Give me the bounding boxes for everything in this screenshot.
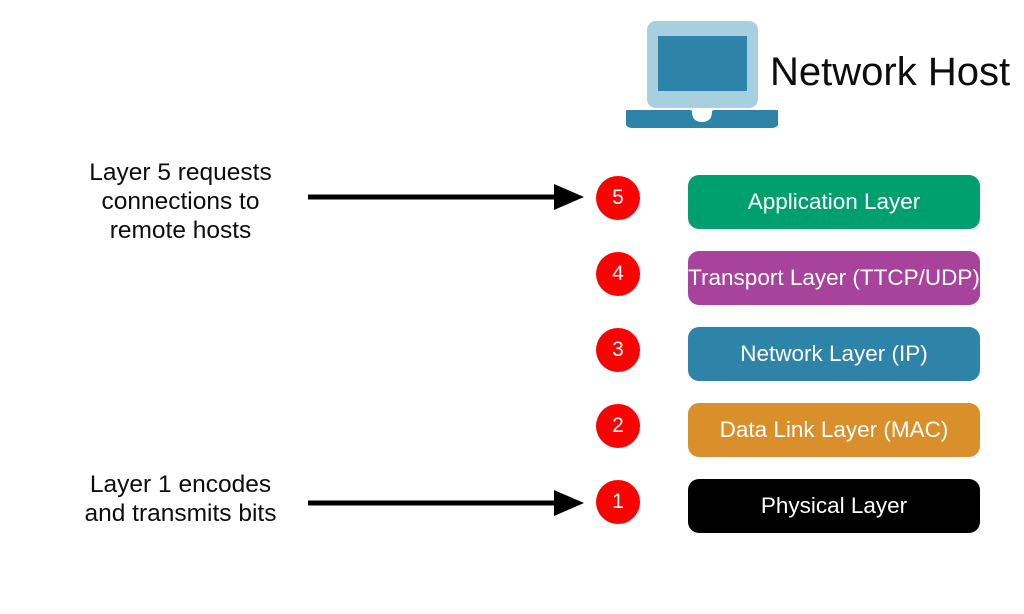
laptop-base-shape [624, 110, 780, 128]
layer-bar-physical[interactable]: Physical Layer [688, 479, 980, 533]
laptop-screen-shape [658, 36, 747, 91]
layer-row-1[interactable]: 1 Physical Layer [596, 479, 980, 533]
annotation-layer-5-note: Layer 5 requests connections to remote h… [89, 159, 272, 244]
layer-bar-transport[interactable]: Transport Layer (TTCP/UDP) [688, 251, 980, 305]
annotation-layer-1-note: Layer 1 encodes and transmits bits [84, 471, 277, 527]
layer-bar-data-link[interactable]: Data Link Layer (MAC) [688, 403, 980, 457]
layer-row-2[interactable]: 2 Data Link Layer (MAC) [596, 403, 980, 457]
arrow-to-layer-5 [306, 182, 586, 212]
layer-bar-network[interactable]: Network Layer (IP) [688, 327, 980, 381]
laptop-icon [624, 18, 780, 130]
arrow-to-layer-1 [306, 488, 586, 518]
layer-badge-5: 5 [596, 176, 640, 220]
layer-row-3[interactable]: 3 Network Layer (IP) [596, 327, 980, 381]
page-title: Network Host [770, 50, 1011, 94]
layer-badge-4: 4 [596, 252, 640, 296]
layer-row-4[interactable]: 4 Transport Layer (TTCP/UDP) [596, 251, 980, 305]
layer-badge-3: 3 [596, 328, 640, 372]
layer-badge-1: 1 [596, 480, 640, 524]
layer-bar-application[interactable]: Application Layer [688, 175, 980, 229]
layer-row-5[interactable]: 5 Application Layer [596, 175, 980, 229]
layer-badge-2: 2 [596, 404, 640, 448]
